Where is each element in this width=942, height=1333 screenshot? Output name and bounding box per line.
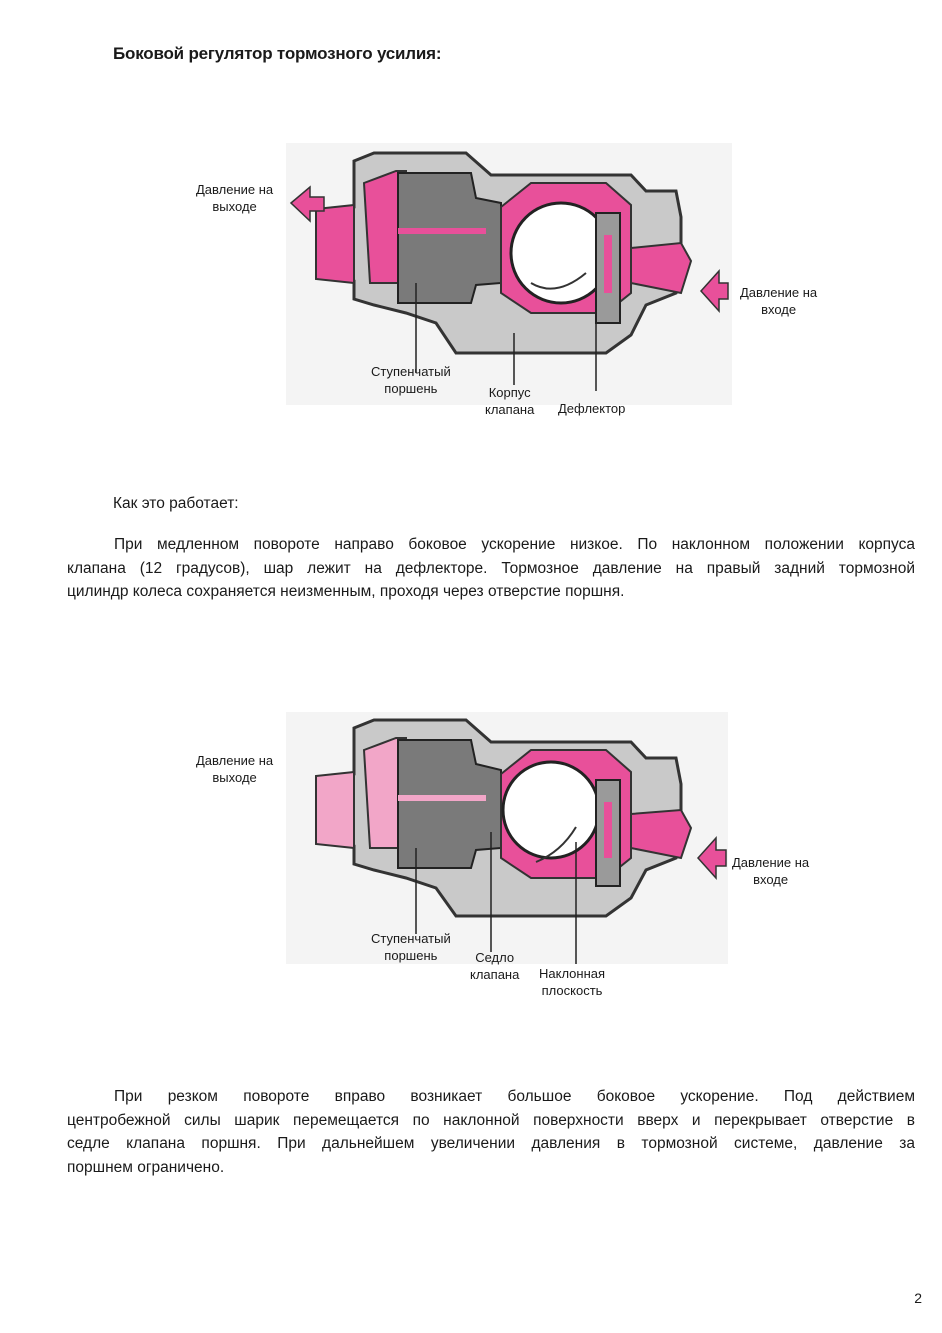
d2-stepped-piston-label: Ступенчатый поршень	[371, 931, 451, 963]
valve-diagram-inclined-plane	[286, 712, 728, 964]
inlet-nozzle	[630, 241, 693, 295]
page-number: 2	[914, 1290, 922, 1306]
outlet-nozzle	[315, 203, 355, 285]
valve-ball	[501, 760, 601, 860]
d1-deflector-label: Дефлектор	[558, 401, 626, 416]
paragraph-slow-turn: При медленном повороте направо боковое у…	[67, 536, 915, 600]
d2-valve-seat-label: Седло клапана	[470, 950, 520, 982]
d1-input-pressure-label: Давление на входе	[740, 285, 818, 317]
paragraph-sharp-turn: При резком повороте вправо возникает бол…	[67, 1088, 915, 1176]
d2-input-pressure-label: Давление на входе	[732, 855, 810, 887]
inlet-arrow	[699, 269, 729, 313]
inlet-arrow	[696, 836, 727, 880]
d2-output-pressure-label: Давление на выходе	[196, 753, 274, 785]
page-title: Боковой регулятор тормозного усилия:	[113, 44, 442, 63]
valve-diagram-deflector	[286, 143, 732, 405]
d1-stepped-piston-label: Ступенчатый поршень	[371, 364, 451, 396]
outlet-nozzle	[315, 770, 355, 850]
outlet-arrow	[289, 185, 325, 223]
d1-valve-body-label: Корпус клапана	[485, 385, 535, 417]
d2-inclined-plane-label: Наклонная плоскость	[539, 966, 606, 998]
d1-output-pressure-label: Давление на выходе	[196, 182, 274, 214]
section-heading: Как это работает:	[113, 495, 239, 512]
inlet-nozzle	[630, 808, 693, 860]
